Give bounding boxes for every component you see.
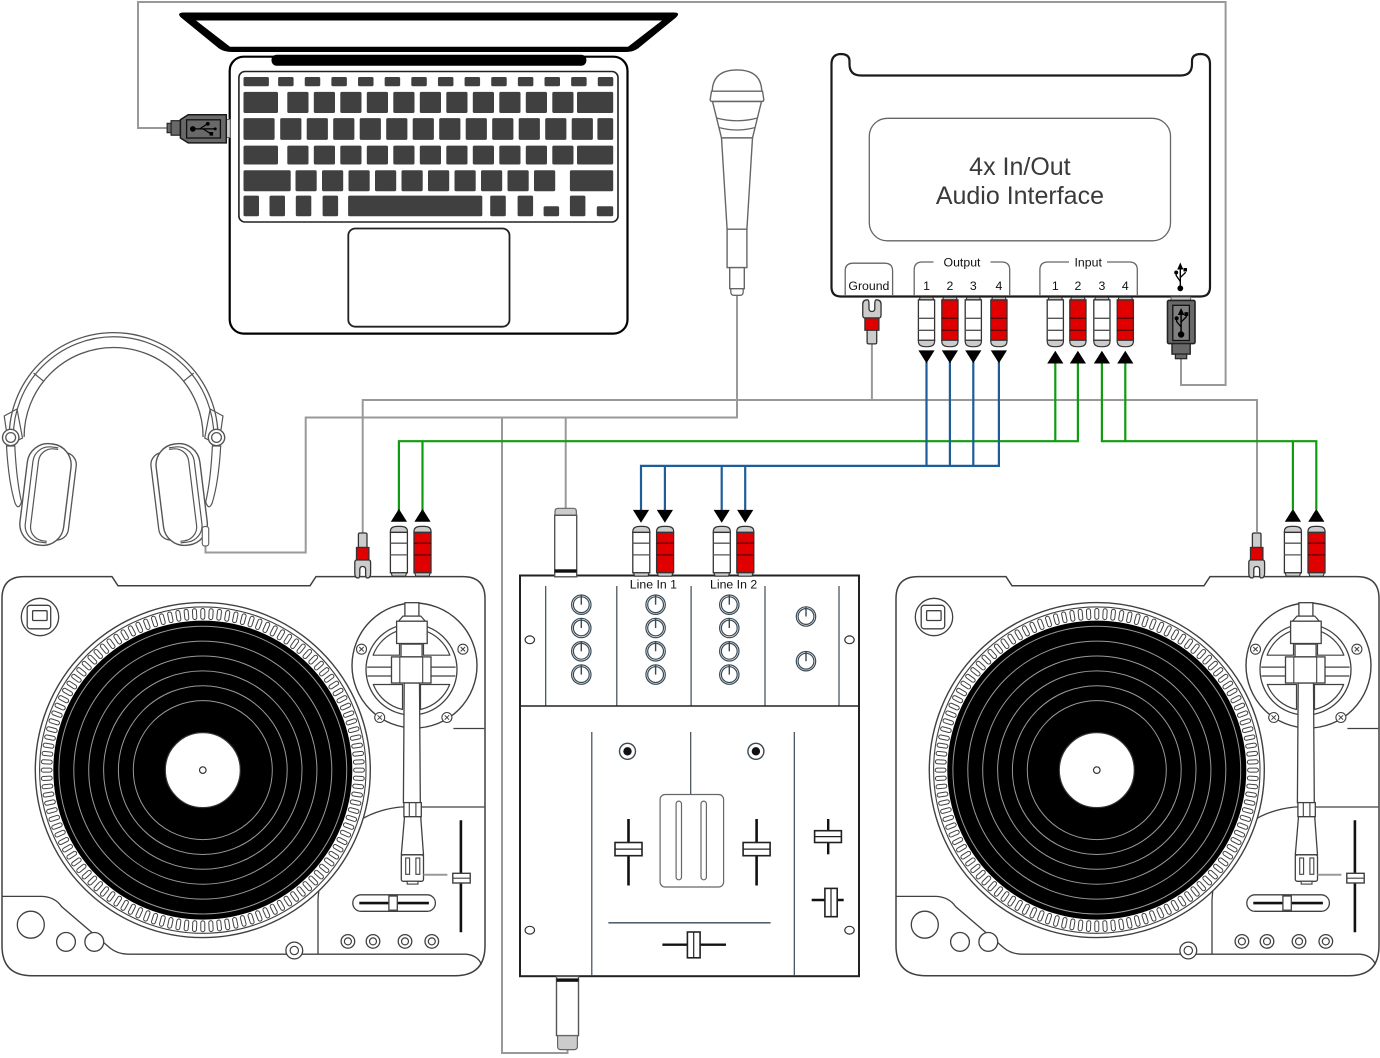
- svg-text:2: 2: [1074, 279, 1081, 293]
- svg-text:3: 3: [970, 279, 977, 293]
- svg-text:Output: Output: [944, 256, 981, 270]
- svg-text:4: 4: [995, 279, 1002, 293]
- svg-text:4x In/Out: 4x In/Out: [969, 153, 1070, 181]
- svg-text:Input: Input: [1075, 256, 1103, 270]
- svg-text:Ground: Ground: [848, 279, 889, 293]
- svg-text:3: 3: [1098, 279, 1105, 293]
- svg-text:4: 4: [1122, 279, 1129, 293]
- svg-text:Line In 1: Line In 1: [630, 578, 677, 592]
- svg-text:Audio Interface: Audio Interface: [936, 182, 1104, 210]
- svg-text:1: 1: [923, 279, 930, 293]
- svg-text:1: 1: [1052, 279, 1059, 293]
- svg-text:Line In 2: Line In 2: [710, 578, 757, 592]
- svg-text:2: 2: [946, 279, 953, 293]
